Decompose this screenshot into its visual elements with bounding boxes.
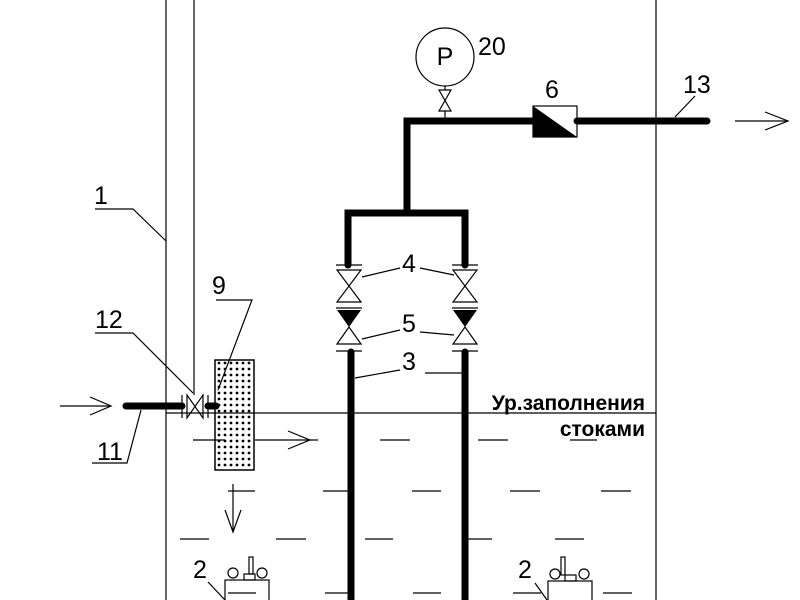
label-3: 3 (402, 348, 416, 376)
pump-right (547, 556, 593, 600)
discharge-pipes (344, 117, 711, 600)
check-valve-6 (532, 105, 578, 138)
fill-level-label-2: стоками (560, 418, 645, 441)
pump-left (224, 556, 270, 600)
flow-down-arrow-icon (224, 484, 242, 534)
label-2-right: 2 (518, 556, 532, 584)
check-valve-right (451, 310, 479, 352)
check-valve-left (335, 310, 363, 352)
gauge-valve (437, 86, 453, 118)
label-1: 1 (94, 182, 108, 210)
gate-valve-left (335, 264, 363, 309)
screen-basket (214, 359, 255, 471)
label-4: 4 (402, 250, 416, 278)
label-2-left: 2 (193, 556, 207, 584)
label-20: 20 (478, 33, 506, 61)
label-6: 6 (545, 76, 559, 104)
label-11: 11 (97, 438, 123, 466)
gauge-symbol: P (437, 43, 454, 71)
label-12: 12 (95, 306, 123, 334)
fill-level-label-1: Ур.заполнения (492, 392, 645, 415)
outlet-arrow-icon (735, 111, 790, 131)
inlet-valve (181, 393, 209, 420)
inlet-arrow-icon (60, 396, 113, 416)
label-9: 9 (212, 272, 226, 300)
label-13: 13 (683, 71, 711, 99)
flow-right-arrow-icon (255, 430, 318, 450)
water-dashes (180, 439, 632, 594)
label-5: 5 (402, 310, 416, 338)
gate-valve-right (451, 264, 479, 309)
